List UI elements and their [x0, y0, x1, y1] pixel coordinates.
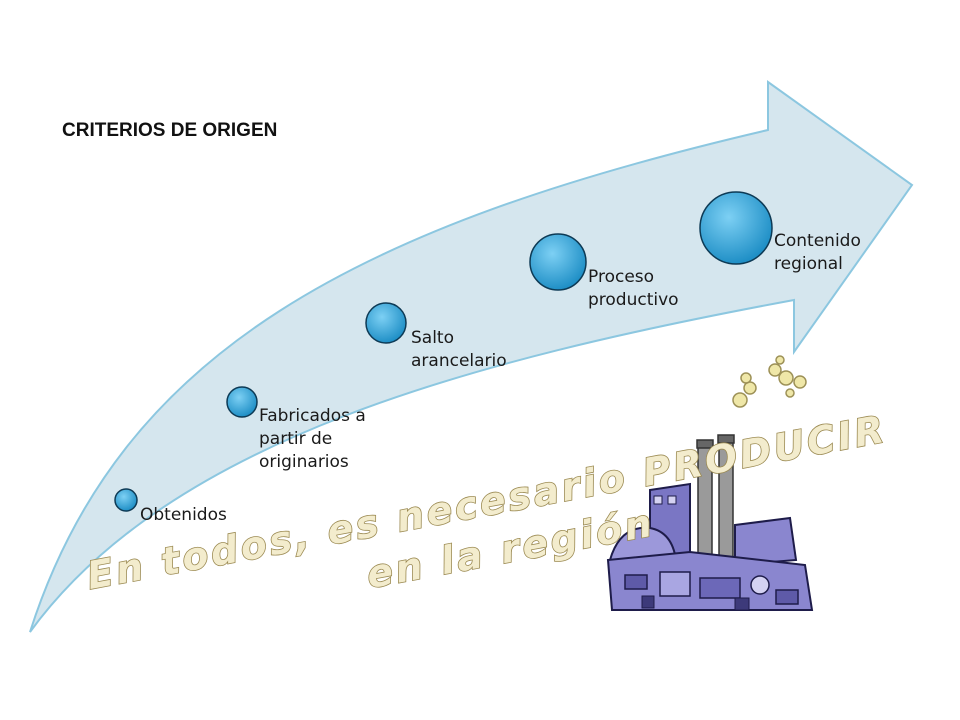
step-label-obtenidos: Obtenidos	[140, 505, 227, 525]
step-label-proceso: Proceso productivo	[588, 267, 679, 310]
step-label-contenido: Contenido regional	[774, 231, 861, 274]
step-label-salto: Salto arancelario	[411, 328, 507, 371]
bubble-fabricados	[226, 386, 258, 418]
bubble-contenido	[699, 191, 773, 265]
bubble-proceso	[529, 233, 587, 291]
slide-title: CRITERIOS DE ORIGEN	[62, 120, 278, 141]
bubble-salto	[365, 302, 407, 344]
curved-arrow	[29, 80, 914, 633]
factory-icon	[606, 355, 814, 611]
bubble-obtenidos	[114, 488, 138, 512]
step-label-fabricados: Fabricados a partir de originarios	[259, 406, 366, 472]
